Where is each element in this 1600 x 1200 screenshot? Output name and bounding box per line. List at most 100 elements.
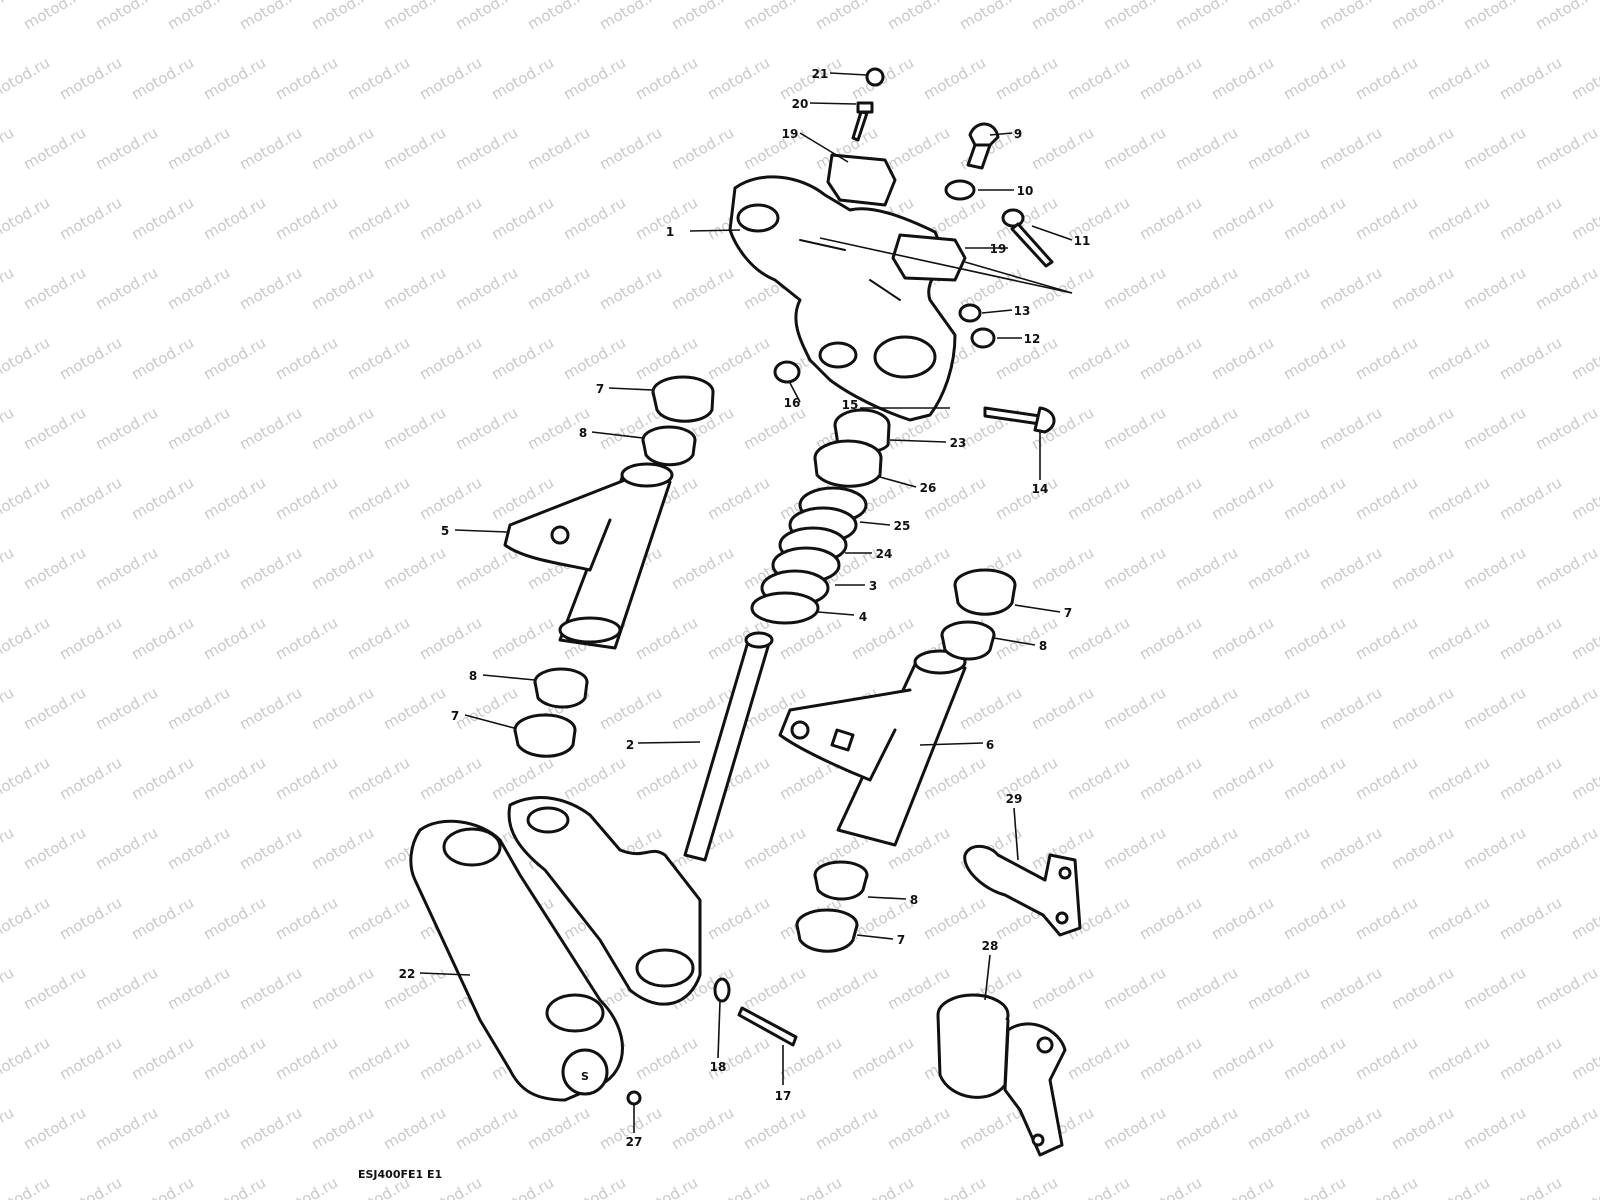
watermark-text: motod.ru: [1496, 753, 1565, 803]
watermark-text: motod.ru: [1568, 893, 1600, 943]
watermark-text: motod.ru: [524, 1103, 593, 1153]
watermark-text: motod.ru: [92, 263, 161, 313]
watermark-text: motod.ru: [308, 963, 377, 1013]
watermark-text: motod.ru: [0, 123, 17, 173]
watermark-text: motod.ru: [632, 1173, 701, 1200]
watermark-text: motod.ru: [452, 263, 521, 313]
watermark-text: motod.ru: [920, 1173, 989, 1200]
watermark-text: motod.ru: [668, 543, 737, 593]
watermark-text: motod.ru: [1424, 893, 1493, 943]
watermark-text: motod.ru: [236, 1103, 305, 1153]
watermark-text: motod.ru: [0, 333, 53, 383]
watermark-text: motod.ru: [1244, 0, 1313, 33]
watermark-text: motod.ru: [1064, 53, 1133, 103]
watermark-text: motod.ru: [488, 613, 557, 663]
watermark-text: motod.ru: [1424, 613, 1493, 663]
callout-18: 18: [710, 1060, 727, 1074]
watermark-text: motod.ru: [0, 263, 17, 313]
callout-17: 17: [775, 1089, 792, 1103]
watermark-text: motod.ru: [1172, 823, 1241, 873]
ignition-switch-part-28: [936, 993, 1067, 1157]
watermark-text: motod.ru: [308, 123, 377, 173]
watermark-text: motod.ru: [0, 1173, 53, 1200]
watermark-text: motod.ru: [56, 1173, 125, 1200]
watermark-text: motod.ru: [236, 123, 305, 173]
watermark-text: motod.ru: [1496, 1173, 1565, 1200]
callout-26: 26: [920, 481, 937, 495]
watermark-text: motod.ru: [452, 683, 521, 733]
watermark-text: motod.ru: [1388, 963, 1457, 1013]
watermark-text: motod.ru: [1460, 263, 1529, 313]
watermark-text: motod.ru: [20, 823, 89, 873]
callout-14: 14: [1032, 482, 1049, 496]
watermark-text: motod.ru: [1280, 893, 1349, 943]
watermark-text: motod.ru: [1568, 1033, 1600, 1083]
watermark-text: motod.ru: [1136, 473, 1205, 523]
watermark-text: motod.ru: [740, 823, 809, 873]
watermark-text: motod.ru: [0, 0, 17, 33]
watermark-text: motod.ru: [344, 473, 413, 523]
watermark-text: motod.ru: [632, 753, 701, 803]
watermark-text: motod.ru: [416, 193, 485, 243]
watermark-text: motod.ru: [1028, 123, 1097, 173]
watermark-text: motod.ru: [704, 893, 773, 943]
watermark-text: motod.ru: [128, 893, 197, 943]
watermark-text: motod.ru: [416, 53, 485, 103]
watermark-text: motod.ru: [1352, 1173, 1421, 1200]
watermark-text: motod.ru: [164, 963, 233, 1013]
watermark-text: motod.ru: [992, 613, 1061, 663]
watermark-text: motod.ru: [1532, 403, 1600, 453]
watermark-text: motod.ru: [1064, 473, 1133, 523]
watermark-text: motod.ru: [1136, 333, 1205, 383]
watermark-text: motod.ru: [1316, 263, 1385, 313]
watermark-text: motod.ru: [272, 613, 341, 663]
watermark-text: motod.ru: [1532, 963, 1600, 1013]
watermark-text: motod.ru: [20, 1103, 89, 1153]
callout-28: 28: [982, 939, 999, 953]
watermark-text: motod.ru: [56, 1033, 125, 1083]
watermark-text: motod.ru: [1136, 753, 1205, 803]
watermark-text: motod.ru: [1100, 403, 1169, 453]
watermark-text: motod.ru: [1496, 53, 1565, 103]
rubber-mount-pairs: [513, 375, 1017, 953]
watermark-text: motod.ru: [236, 683, 305, 733]
watermark-text: motod.ru: [344, 53, 413, 103]
watermark-text: motod.ru: [128, 1173, 197, 1200]
watermark-text: motod.ru: [596, 683, 665, 733]
watermark-text: motod.ru: [992, 753, 1061, 803]
watermark-text: motod.ru: [1352, 613, 1421, 663]
watermark-text: motod.ru: [1172, 0, 1241, 33]
watermark-text: motod.ru: [1208, 193, 1277, 243]
watermark-text: motod.ru: [740, 1103, 809, 1153]
watermark-text: motod.ru: [1208, 753, 1277, 803]
callout-19-a: 19: [782, 127, 799, 141]
watermark-text: motod.ru: [1496, 473, 1565, 523]
watermark-text: motod.ru: [1424, 1173, 1493, 1200]
watermark-text: motod.ru: [596, 0, 665, 33]
watermark-text: motod.ru: [1424, 193, 1493, 243]
watermark-text: motod.ru: [92, 1103, 161, 1153]
watermark-text: motod.ru: [1496, 893, 1565, 943]
watermark-text: motod.ru: [1208, 613, 1277, 663]
watermark-text: motod.ru: [236, 963, 305, 1013]
watermark-text: motod.ru: [56, 193, 125, 243]
watermark-text: motod.ru: [1352, 333, 1421, 383]
watermark-text: motod.ru: [560, 753, 629, 803]
small-lower-parts: [626, 977, 798, 1106]
watermark-text: motod.ru: [704, 1173, 773, 1200]
watermark-text: motod.ru: [1172, 683, 1241, 733]
nuts-part: [958, 303, 996, 349]
watermark-text: motod.ru: [704, 333, 773, 383]
watermark-text: motod.ru: [668, 123, 737, 173]
watermark-text: motod.ru: [0, 193, 53, 243]
watermark-text: motod.ru: [1388, 1103, 1457, 1153]
watermark-text: motod.ru: [344, 613, 413, 663]
watermark-text: motod.ru: [1532, 823, 1600, 873]
watermark-text: motod.ru: [1028, 0, 1097, 33]
watermark-text: motod.ru: [1316, 403, 1385, 453]
watermark-text: motod.ru: [1460, 823, 1529, 873]
watermark-text: motod.ru: [0, 1103, 17, 1153]
watermark-text: motod.ru: [1064, 1173, 1133, 1200]
callout-13: 13: [1014, 304, 1031, 318]
watermark-text: motod.ru: [668, 263, 737, 313]
